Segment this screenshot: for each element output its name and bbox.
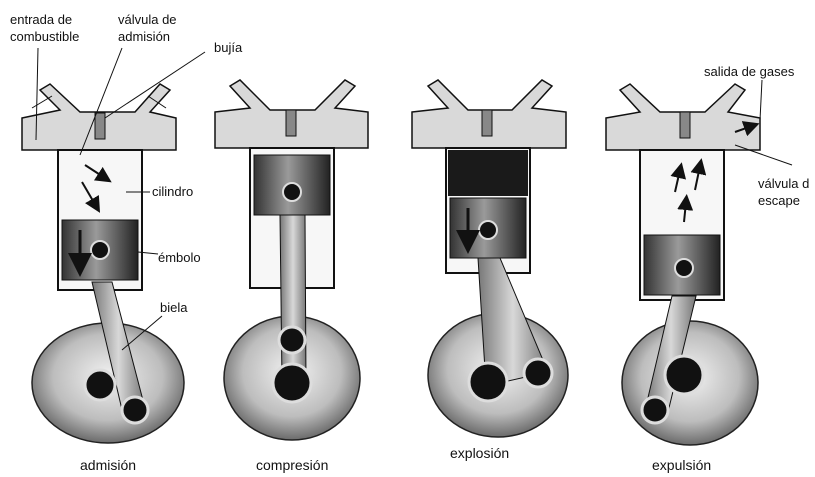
exhaust-valve-label-line1: válvula d bbox=[758, 176, 809, 191]
spark-plug bbox=[95, 113, 105, 139]
crankshaft bbox=[665, 356, 703, 394]
crank-pin bbox=[122, 397, 148, 423]
exhaust-valve-label-line2: escape bbox=[758, 193, 800, 208]
exhaust-outlet-label: salida de gases bbox=[704, 64, 795, 79]
piston-pin bbox=[91, 241, 109, 259]
fuel-inlet-label-line2: combustible bbox=[10, 29, 79, 44]
intake-valve-label-line2: admisión bbox=[118, 29, 170, 44]
connecting-rod bbox=[280, 215, 306, 382]
spark-plug bbox=[286, 110, 296, 136]
intake-valve-label-line1: válvula de bbox=[118, 12, 177, 27]
crankshaft bbox=[85, 370, 115, 400]
engine-compresion bbox=[215, 80, 368, 440]
connecting-rod-label: biela bbox=[160, 300, 188, 315]
combustion-gas bbox=[448, 150, 528, 196]
crank-pin bbox=[279, 327, 305, 353]
piston-pin bbox=[283, 183, 301, 201]
fuel-inlet-label-line1: entrada de bbox=[10, 12, 72, 27]
caption-expulsion: expulsión bbox=[652, 457, 711, 473]
caption-explosion: explosión bbox=[450, 445, 509, 461]
cylinder-label: cilindro bbox=[152, 184, 193, 199]
spark-plug-label: bujía bbox=[214, 40, 243, 55]
caption-compresion: compresión bbox=[256, 457, 328, 473]
crank-pin bbox=[642, 397, 668, 423]
spark-plug bbox=[482, 110, 492, 136]
piston-pin bbox=[479, 221, 497, 239]
engine-explosion bbox=[412, 80, 568, 437]
piston-pin bbox=[675, 259, 693, 277]
spark-plug bbox=[680, 112, 690, 138]
crankshaft bbox=[469, 363, 507, 401]
caption-admision: admisión bbox=[80, 457, 136, 473]
piston-label: émbolo bbox=[158, 250, 201, 265]
crank-pin bbox=[524, 359, 552, 387]
engine-expulsion bbox=[606, 84, 760, 445]
crankshaft bbox=[273, 364, 311, 402]
